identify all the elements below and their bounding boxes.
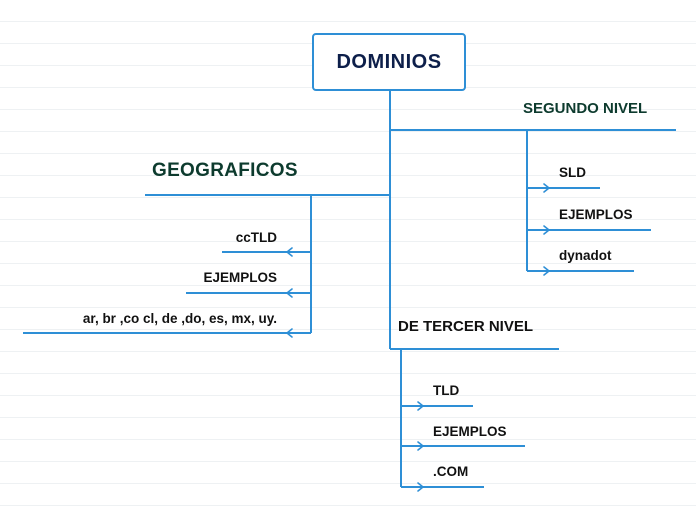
cctld-arrow-icon <box>286 247 293 257</box>
cctld-label[interactable]: ccTLD <box>235 230 277 245</box>
root-node[interactable]: DOMINIOS <box>312 33 466 91</box>
segundo-ejemplos-arrow-icon <box>543 225 550 235</box>
sld-arrow-icon <box>543 183 550 193</box>
geo-ejemplos-label[interactable]: EJEMPLOS <box>203 270 277 285</box>
geo-ejemplos-arrow-icon <box>286 288 293 298</box>
tld-label[interactable]: TLD <box>433 383 460 398</box>
sld-label[interactable]: SLD <box>559 165 586 180</box>
countries-label[interactable]: ar, br ,co cl, de ,do, es, mx, uy. <box>82 311 277 326</box>
geograficos-label[interactable]: GEOGRAFICOS <box>152 160 298 181</box>
segundo-ejemplos-label[interactable]: EJEMPLOS <box>559 207 633 222</box>
tercer-nivel-label[interactable]: DE TERCER NIVEL <box>398 318 534 335</box>
dynadot-label[interactable]: dynadot <box>559 248 612 263</box>
dynadot-arrow-icon <box>543 266 550 276</box>
com-arrow-icon <box>417 482 424 492</box>
countries-arrow-icon <box>286 328 293 338</box>
com-label[interactable]: .COM <box>433 464 469 479</box>
tercer-ejemplos-label[interactable]: EJEMPLOS <box>433 424 507 439</box>
tld-arrow-icon <box>417 401 424 411</box>
tercer-ejemplos-arrow-icon <box>417 441 424 451</box>
segundo-nivel-label[interactable]: SEGUNDO NIVEL <box>523 100 648 117</box>
